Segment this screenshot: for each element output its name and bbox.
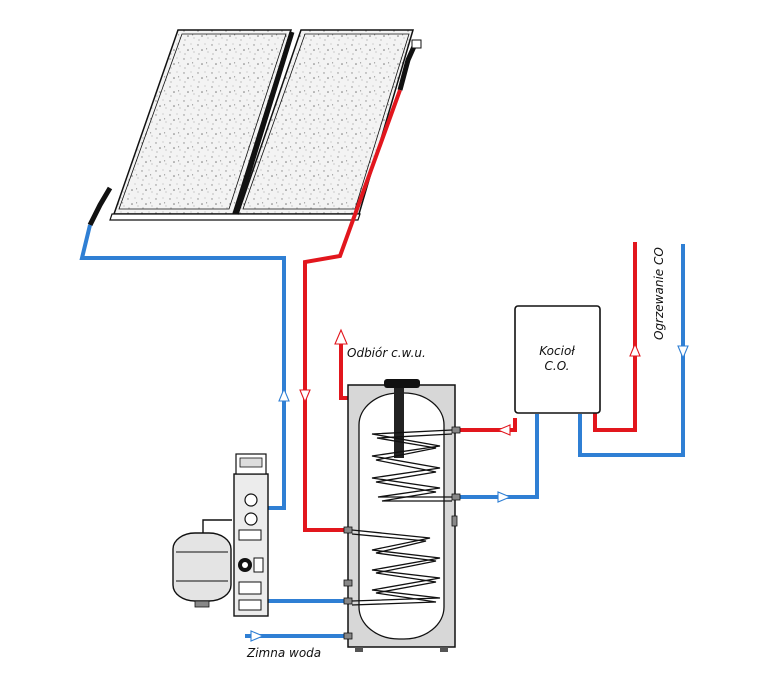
arrow-up-icon (629, 342, 641, 357)
expansion-vessel (172, 519, 232, 608)
arrow-right-icon (250, 630, 265, 642)
boiler-return-pipe (455, 414, 539, 499)
boiler: Kocioł C.O. (514, 305, 601, 414)
heating-flow-pipe (593, 242, 637, 432)
boiler-label-line1: Kocioł (539, 344, 575, 358)
arrow-left-icon (496, 424, 511, 436)
lower-coil (351, 529, 441, 606)
hot-water-outlet-label: Odbiór c.w.u. (347, 346, 426, 360)
gauge-icon (244, 512, 258, 526)
pipework (79, 89, 685, 638)
gauge-icon (244, 493, 258, 507)
boiler-flow-pipe (455, 418, 517, 432)
arrow-up-icon (334, 328, 348, 345)
collector-cold-pipe (79, 224, 286, 510)
upper-coil (371, 429, 453, 502)
solar-collector (87, 29, 422, 227)
arrow-right-icon (497, 491, 512, 503)
arrow-up-icon (278, 387, 290, 402)
storage-tank (343, 379, 461, 652)
collector-hot-pipe (303, 89, 402, 532)
heating-label: Ogrzewanie CO (652, 247, 666, 340)
arrow-down-icon (677, 345, 689, 360)
boiler-label-line2: C.O. (545, 359, 570, 373)
pump-station (233, 453, 269, 617)
cold-water-label: Zimna woda (246, 646, 321, 660)
flow-arrows (250, 328, 689, 642)
arrow-down-icon (299, 389, 311, 404)
